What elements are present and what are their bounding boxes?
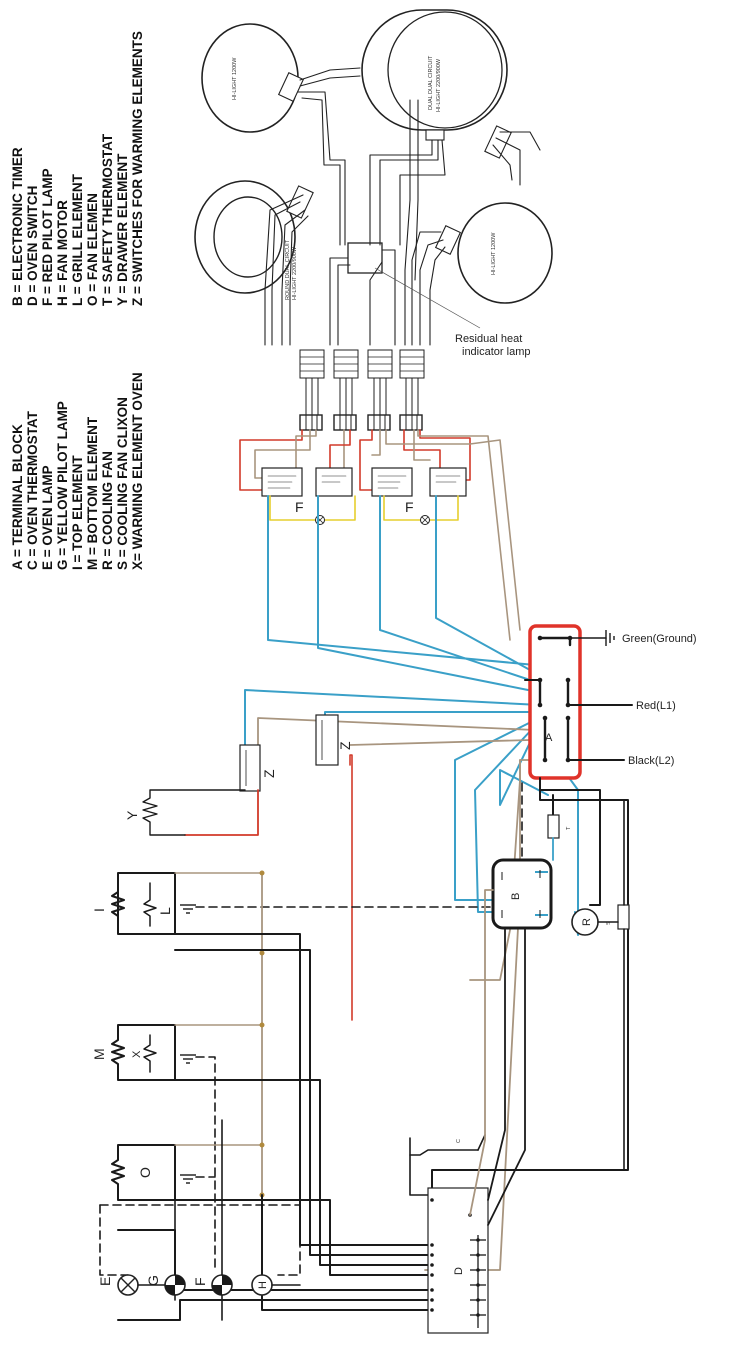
label-x: X	[131, 1050, 143, 1058]
legend-right-5: L = GRILL ELEMENT	[70, 173, 85, 306]
switch-z-lower: Z	[239, 744, 277, 792]
legend-right-4: H = FAN MOTOR	[55, 200, 70, 306]
supply-connections: Green(Ground) Red(L1) Black(L2)	[567, 630, 697, 767]
lamps: E G F H	[97, 1119, 301, 1321]
burner-top-left: HI-LIGHT 1200W	[201, 23, 299, 133]
legend-right-3: F = RED PILOT LAMP	[40, 168, 55, 306]
label-i: I	[91, 908, 107, 912]
label-t: T	[566, 826, 572, 830]
burner-bottom-left: ROUND DUAL CIRCUIT HI-LIGHT 2200/900W	[194, 180, 298, 300]
label-h: H	[257, 1281, 269, 1289]
label-d: D	[453, 1267, 465, 1275]
burner-bottom-left-label-1: ROUND DUAL CIRCUIT	[285, 239, 291, 300]
legend-left-9: X= WARMING ELEMENT OVEN	[130, 372, 145, 570]
red-pilot-lamp-1	[315, 515, 325, 525]
ground-label: Green(Ground)	[622, 633, 697, 645]
energy-regulators: F F	[239, 429, 521, 641]
oven-thermostat-c: C	[409, 1134, 486, 1196]
safety-thermostat-t: T	[547, 814, 572, 839]
residual-lamp-label-1: Residual heat	[455, 333, 522, 345]
legend-right-9: Z = SWITCHES FOR WARMING ELEMENTS	[130, 31, 145, 306]
burner-bottom-left-label-2: HI-LIGHT 2200/900W	[292, 246, 298, 300]
label-l: L	[157, 907, 173, 915]
label-o: O	[137, 1167, 153, 1178]
brown-bus	[174, 870, 265, 1198]
label-m: M	[91, 1048, 107, 1060]
terminal-label: A	[545, 732, 553, 744]
legend-left-6: M = BOTTOM ELEMENT	[85, 416, 100, 570]
burner-top-left-label: HI-LIGHT 1200W	[232, 57, 238, 100]
legend-left-3: E = OVEN LAMP	[40, 465, 55, 570]
residual-leader	[374, 267, 481, 329]
burner-bottom-right: HI-LIGHT 1200W	[457, 202, 553, 304]
fan-motor-h: H	[251, 1274, 273, 1296]
oven-switch-d: D	[427, 1187, 489, 1334]
label-b: B	[510, 893, 522, 900]
element-ground-icons	[180, 904, 196, 1184]
legend-left-5: I = TOP ELEMENT	[70, 455, 85, 570]
legend-right-6: O = FAN ELEMEN	[85, 193, 100, 306]
cooling-fan-r: R	[571, 908, 599, 936]
label-e: E	[97, 1277, 113, 1286]
label-f-2: F	[405, 499, 414, 515]
red-pilot-lamp-f: F	[192, 1274, 233, 1296]
residual-lamp-label-2: indicator lamp	[462, 346, 530, 358]
legend-right-1: B = ELECTRONIC TIMER	[10, 147, 25, 306]
legend-left-4: G = YELLOW PILOT LAMP	[55, 401, 70, 570]
red-pilot-lamp-2	[420, 515, 430, 525]
burner-bottom-right-label: HI-LIGHT 1200W	[491, 232, 497, 275]
switch-z-upper: Z	[315, 714, 353, 766]
legend-left-2: C = OVEN THERMOSTAT	[25, 410, 40, 570]
label-g: G	[145, 1275, 161, 1286]
label-f-3: F	[192, 1277, 208, 1286]
legend-right-2: D = OVEN SWITCH	[25, 186, 40, 306]
ground-icon	[605, 630, 615, 646]
oven-lamp-e: E	[97, 1274, 139, 1296]
hob-section: HI-LIGHT 1200W DUAL DUAL CIRCUIT HI-LIGH…	[194, 9, 553, 431]
legend-left: A = TERMINAL BLOCK C = OVEN THERMOSTAT E…	[10, 372, 145, 570]
hob-connector-strips	[299, 349, 425, 431]
cooling-fan-clixon-s: S	[597, 799, 630, 1171]
terminal-block: A	[528, 624, 582, 780]
label-z-upper: Z	[337, 741, 353, 750]
electronic-timer-b: B	[491, 858, 553, 930]
label-r: R	[581, 918, 593, 926]
burner-top-right: DUAL DUAL CIRCUIT HI-LIGHT 2200/900W	[361, 9, 508, 131]
l1-label: Red(L1)	[636, 700, 676, 712]
label-y: Y	[124, 810, 140, 820]
legend-right-8: Y = DRAWER ELEMENT	[115, 153, 130, 306]
legend-right-7: T = SAFETY THERMOSTAT	[100, 133, 115, 306]
legend-left-1: A = TERMINAL BLOCK	[10, 424, 25, 570]
timer-wires	[469, 837, 554, 1226]
regulator-links	[239, 429, 521, 641]
legend-right: B = ELECTRONIC TIMER D = OVEN SWITCH F =…	[10, 31, 145, 306]
label-f-1: F	[295, 499, 304, 515]
label-c: C	[456, 1139, 462, 1143]
legend-left-8: S = COOLING FAN CLIXON	[115, 397, 130, 570]
hob-wires	[264, 67, 541, 346]
black-wires	[117, 679, 629, 1321]
label-s: S	[606, 921, 612, 925]
burner-top-right-label-2: HI-LIGHT 2200/900W	[436, 58, 442, 112]
legend-left-7: R = COOLING FAN	[100, 451, 115, 570]
label-z-lower: Z	[261, 769, 277, 778]
burner-top-right-label-1: DUAL DUAL CIRCUIT	[428, 55, 434, 110]
drawer-element-y: Y	[124, 754, 353, 1021]
burner-connectors	[277, 72, 512, 274]
l2-label: Black(L2)	[628, 755, 674, 767]
